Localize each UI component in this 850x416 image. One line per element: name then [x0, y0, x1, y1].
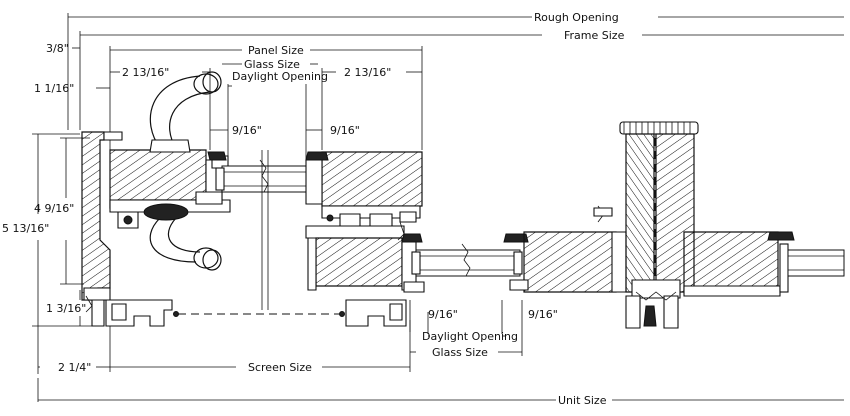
dimension-lines [32, 13, 844, 402]
label-nine-16-bottom-left: 9/16" [428, 308, 458, 321]
screen-frames [105, 299, 407, 327]
label-two-1-4: 2 1/4" [58, 361, 91, 374]
label-nine-16-top-left: 9/16" [232, 124, 262, 137]
label-glass-size-bottom: Glass Size [432, 346, 488, 359]
label-daylight-opening-bottom: Daylight Opening [422, 330, 518, 343]
lower-right-sash [503, 205, 627, 293]
label-nine-16-top-right: 9/16" [330, 124, 360, 137]
label-daylight-opening-top: Daylight Opening [232, 70, 328, 83]
label-unit-size: Unit Size [558, 394, 607, 407]
label-panel-size: Panel Size [248, 44, 304, 57]
label-two-13-16-left: 2 13/16" [122, 66, 169, 79]
middle-lower-sash [305, 221, 425, 293]
label-two-13-16-right: 2 13/16" [344, 66, 391, 79]
label-one-1-16: 1 1/16" [34, 82, 74, 95]
label-rough-opening: Rough Opening [534, 11, 619, 24]
label-five-13-16: 5 13/16" [2, 222, 49, 235]
label-screen-size: Screen Size [248, 361, 312, 374]
label-three-eighths: 3/8" [46, 42, 69, 55]
crank-handle [143, 71, 222, 271]
label-nine-16-bottom-right: 9/16" [528, 308, 558, 321]
dimension-labels: Rough Opening Frame Size 3/8" Panel Size… [2, 11, 625, 407]
label-four-9-16: 4 9/16" [34, 202, 74, 215]
center-mullion [619, 121, 699, 329]
right-sash [683, 231, 845, 297]
lower-glass-unit [411, 243, 523, 277]
upper-right-sash [305, 151, 423, 231]
label-one-3-16: 1 3/16" [46, 302, 86, 315]
label-frame-size: Frame Size [564, 29, 625, 42]
label-glass-size-top: Glass Size [244, 58, 300, 71]
upper-left-sash [109, 149, 231, 229]
screen-spline [261, 150, 269, 310]
